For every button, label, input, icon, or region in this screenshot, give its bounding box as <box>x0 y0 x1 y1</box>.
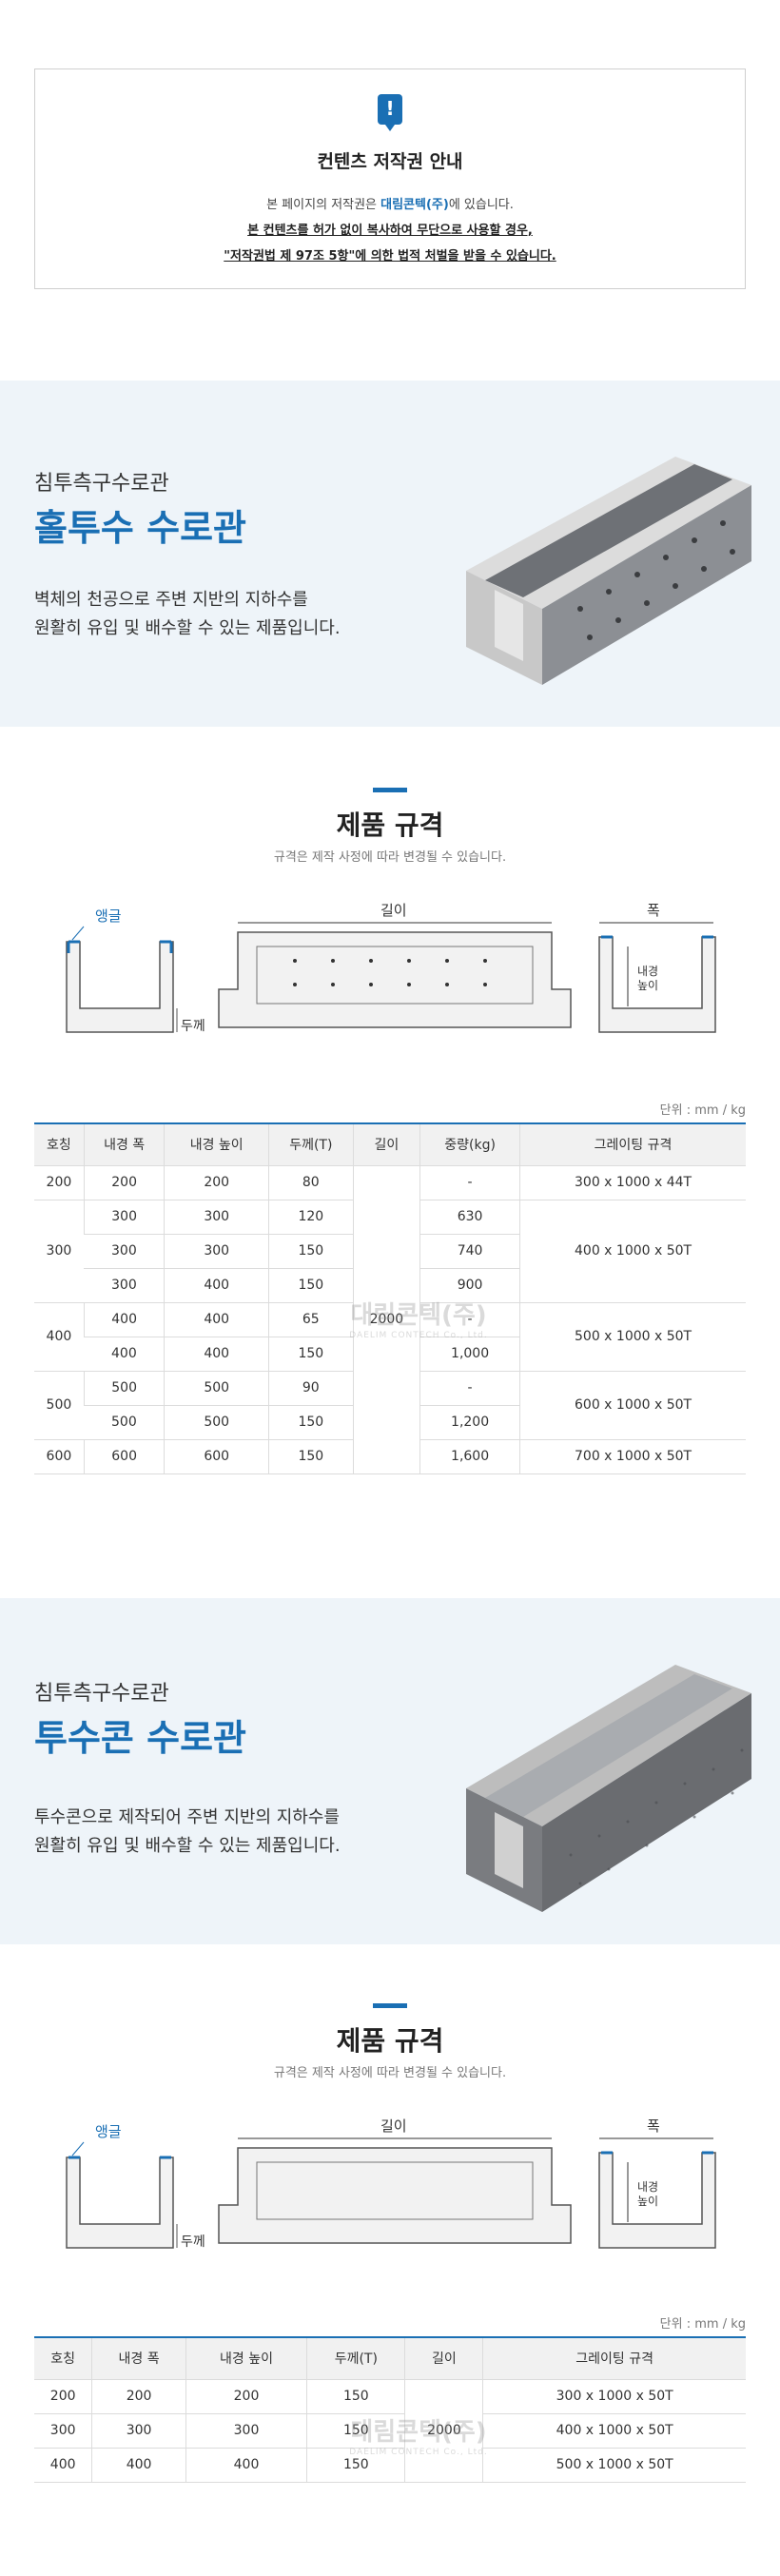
col-header: 그레이팅 규격 <box>519 1122 746 1166</box>
porous-flume-image <box>466 1665 751 1912</box>
product-category: 침투측구수로관 <box>34 1682 169 1706</box>
inner-height-label-2: 높이 <box>637 2195 658 2208</box>
product-desc-1: 벽체의 천공으로 주변 지반의 지하수를 <box>34 590 308 610</box>
col-header: 내경 높이 <box>164 1122 269 1166</box>
col-header: 두께(T) <box>306 2336 405 2380</box>
col-header: 내경 폭 <box>83 1122 165 1166</box>
length-cell: 2000 <box>352 1165 420 1474</box>
length-label: 길이 <box>380 903 407 919</box>
spec-title: 제품 규격 <box>336 2025 444 2057</box>
spec-subtitle: 규격은 제작 사정에 따라 변경될 수 있습니다. <box>273 2066 507 2080</box>
spec-table-1: 호칭 내경 폭 내경 높이 두께(T) 길이 중량(kg) 그레이팅 규격 20… <box>34 1122 746 1474</box>
product-hero-hole: 침투측구수로관 홀투수 수로관 벽체의 천공으로 주변 지반의 지하수를 원활히… <box>0 381 780 727</box>
thickness-label: 두께 <box>181 2234 205 2249</box>
width-label: 폭 <box>647 903 660 919</box>
col-header: 중량(kg) <box>419 1122 520 1166</box>
section-divider <box>373 788 407 792</box>
alert-icon: ! <box>378 94 402 131</box>
col-header: 길이 <box>404 2336 483 2380</box>
spec-diagram-1: 앵글 두께 길이 폭 내경 높이 <box>66 903 716 1033</box>
product-desc-1: 투수콘으로 제작되어 주변 지반의 지하수를 <box>34 1807 340 1827</box>
angle-label: 앵글 <box>95 2124 122 2140</box>
product-name: 투수콘 수로관 <box>34 1717 246 1759</box>
notice-line-2: 본 컨텐츠를 허가 없이 복사하여 무단으로 사용할 경우, <box>247 224 533 238</box>
width-label: 폭 <box>647 2118 660 2135</box>
section-divider <box>373 2003 407 2008</box>
spec-subtitle: 규격은 제작 사정에 따라 변경될 수 있습니다. <box>273 850 507 865</box>
unit-label: 단위 : mm / kg <box>659 2317 746 2332</box>
copyright-notice: ! 컨텐츠 저작권 안내 본 페이지의 저작권은 대림콘텍(주)에 있습니다. … <box>34 68 746 289</box>
col-header: 내경 폭 <box>91 2336 186 2380</box>
col-header: 호칭 <box>34 2336 92 2380</box>
spec-diagram-2: 앵글 두께 길이 폭 내경 높이 <box>66 2118 716 2249</box>
col-header: 길이 <box>352 1122 420 1166</box>
length-label: 길이 <box>380 2118 407 2135</box>
product-hero-porous: 침투측구수로관 투수콘 수로관 투수콘으로 제작되어 주변 지반의 지하수를 원… <box>0 1598 780 1944</box>
inner-height-label-2: 높이 <box>637 979 658 992</box>
thickness-label: 두께 <box>181 1018 205 1033</box>
notice-title: 컨텐츠 저작권 안내 <box>317 151 463 172</box>
length-cell: 2000 <box>404 2379 483 2483</box>
col-header: 내경 높이 <box>185 2336 307 2380</box>
product-desc-2: 원활히 유입 및 배수할 수 있는 제품입니다. <box>34 1836 341 1856</box>
notice-line-3: "저작권법 제 97조 5항"에 의한 법적 처벌을 받을 수 있습니다. <box>224 249 556 263</box>
product-category: 침투측구수로관 <box>34 472 169 496</box>
col-header: 두께(T) <box>267 1122 354 1166</box>
angle-label: 앵글 <box>95 908 122 925</box>
inner-height-label-1: 내경 <box>637 965 658 978</box>
hole-flume-image <box>466 457 751 685</box>
unit-label: 단위 : mm / kg <box>659 1103 746 1118</box>
notice-line-1: 본 페이지의 저작권은 대림콘텍(주)에 있습니다. <box>266 198 514 212</box>
col-header: 그레이팅 규격 <box>482 2336 746 2380</box>
product-name: 홀투수 수로관 <box>34 507 246 549</box>
product-desc-2: 원활히 유입 및 배수할 수 있는 제품입니다. <box>34 618 341 638</box>
spec-title: 제품 규격 <box>336 810 444 841</box>
col-header: 호칭 <box>34 1122 85 1166</box>
inner-height-label-1: 내경 <box>637 2180 658 2194</box>
